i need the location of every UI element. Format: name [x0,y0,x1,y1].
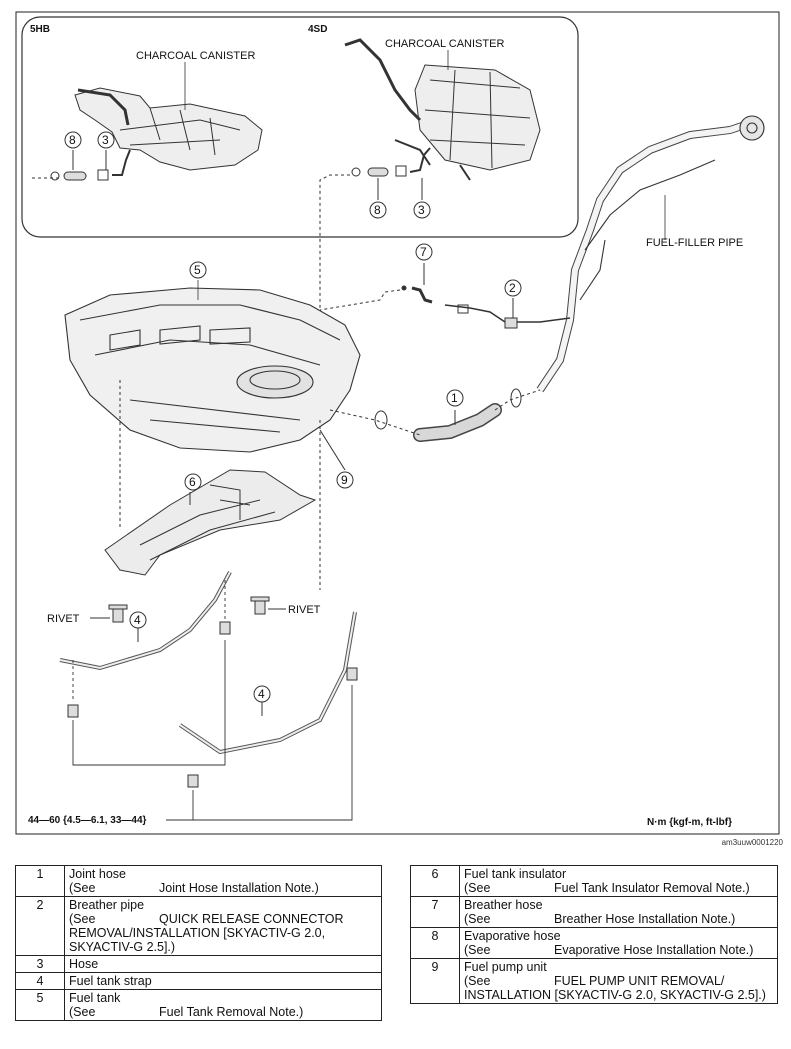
exploded-parts-diagram: 5HB 4SD CHARCOAL CANISTER CHARCOAL CANIS… [15,11,780,835]
inset-variants-box [21,16,579,238]
rivet-left [90,604,128,623]
legend-number: 4 [15,972,65,990]
rivet-right-label: RIVET [288,604,321,616]
breather-pipe [444,298,571,329]
charcoal-canister-5hb [74,62,263,171]
callout-9: 9 [341,473,348,487]
callout-6: 6 [189,475,196,489]
callout-3-5hb: 3 [102,133,109,147]
fuel-filler-pipe-label: FUEL-FILLER PIPE [646,237,743,249]
fuel-tank [64,280,361,453]
breather-hose [319,263,433,311]
callout-2: 2 [509,281,516,295]
callout-7: 7 [420,245,427,259]
rivet-left-label: RIVET [47,613,80,625]
torque-units-label: N·m {kgf-m, ft-lbf} [647,817,732,828]
torque-leader-lines [72,580,353,821]
fuel-filler-pipe [536,115,765,393]
diagram-frame [15,11,780,835]
charcoal-canister-5hb-label: CHARCOAL CANISTER [136,50,255,62]
fuel-tank-insulator [104,380,321,590]
variant-4sd-label: 4SD [308,24,327,35]
charcoal-canister-4sd-label: CHARCOAL CANISTER [385,38,504,50]
legend-number: 8 [410,927,460,959]
legend-number: 7 [410,896,460,928]
callout-5: 5 [194,263,201,277]
hose-set-4sd [319,147,431,310]
joint-hose [329,388,541,442]
legend-description: Hose [64,955,382,973]
fuel-tank-strap-right [178,611,358,788]
legend-number: 5 [15,989,65,1021]
legend-number: 2 [15,896,65,956]
fuel-tank-strap-left [59,571,232,718]
legend-description: Fuel tank strap [64,972,382,990]
callout-3-4sd: 3 [418,203,425,217]
legend-number: 1 [15,865,65,897]
torque-spec-label: 44—60 {4.5—6.1, 33—44} [28,815,147,826]
legend-row: 4 Fuel tank strap [15,972,382,990]
rivet-right [250,596,286,615]
legend-number: 6 [410,865,460,897]
callout-4-upper: 4 [134,613,141,627]
variant-5hb-label: 5HB [30,24,50,35]
callout-1: 1 [451,391,458,405]
callout-8-5hb: 8 [69,133,76,147]
legend-number: 3 [15,955,65,973]
legend-row: 3 Hose [15,955,382,973]
callout-4-lower: 4 [258,687,265,701]
callout-8-4sd: 8 [374,203,381,217]
legend-number: 9 [410,958,460,1004]
hose-set-5hb [32,149,131,181]
charcoal-canister-4sd [344,38,541,181]
image-reference-code: am3uuw0001220 [721,838,783,847]
